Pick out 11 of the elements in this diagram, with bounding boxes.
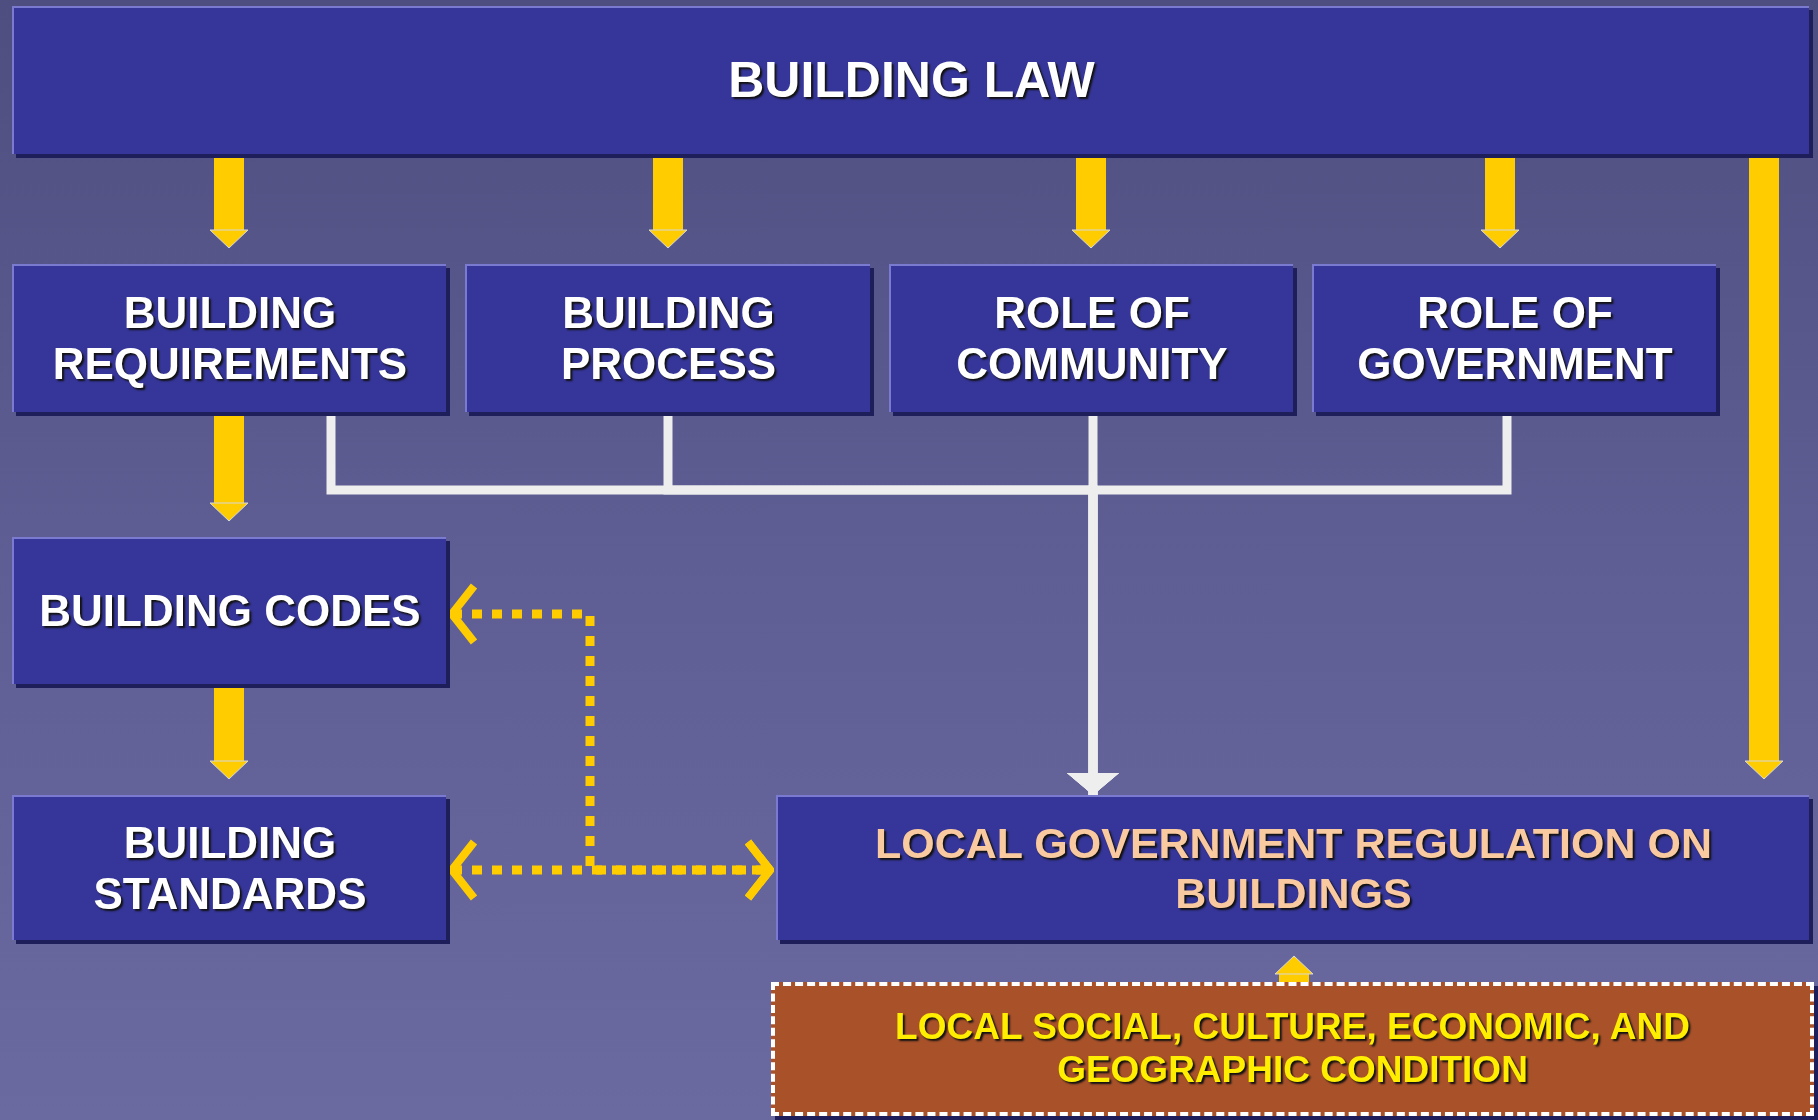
box-label: LOCAL GOVERNMENT REGULATION ON BUILDINGS	[874, 819, 1713, 918]
box-label: BUILDING CODES	[39, 586, 421, 637]
box-label: BUILDING REQUIREMENTS	[51, 288, 409, 390]
dotted-arrow	[448, 838, 774, 902]
box-label: BUILDING STANDARDS	[92, 817, 368, 920]
box-label: LOCAL SOCIAL, CULTURE, ECONOMIC, AND GEOGRAPHIC CONDITION	[894, 1006, 1691, 1092]
box-label: ROLE OF COMMUNITY	[955, 288, 1229, 390]
box-label: BUILDING LAW	[728, 52, 1095, 110]
box-label: BUILDING PROCESS	[559, 288, 778, 390]
box-label: ROLE OF GOVERNMENT	[1356, 288, 1674, 390]
block-arrow	[1274, 955, 1314, 982]
